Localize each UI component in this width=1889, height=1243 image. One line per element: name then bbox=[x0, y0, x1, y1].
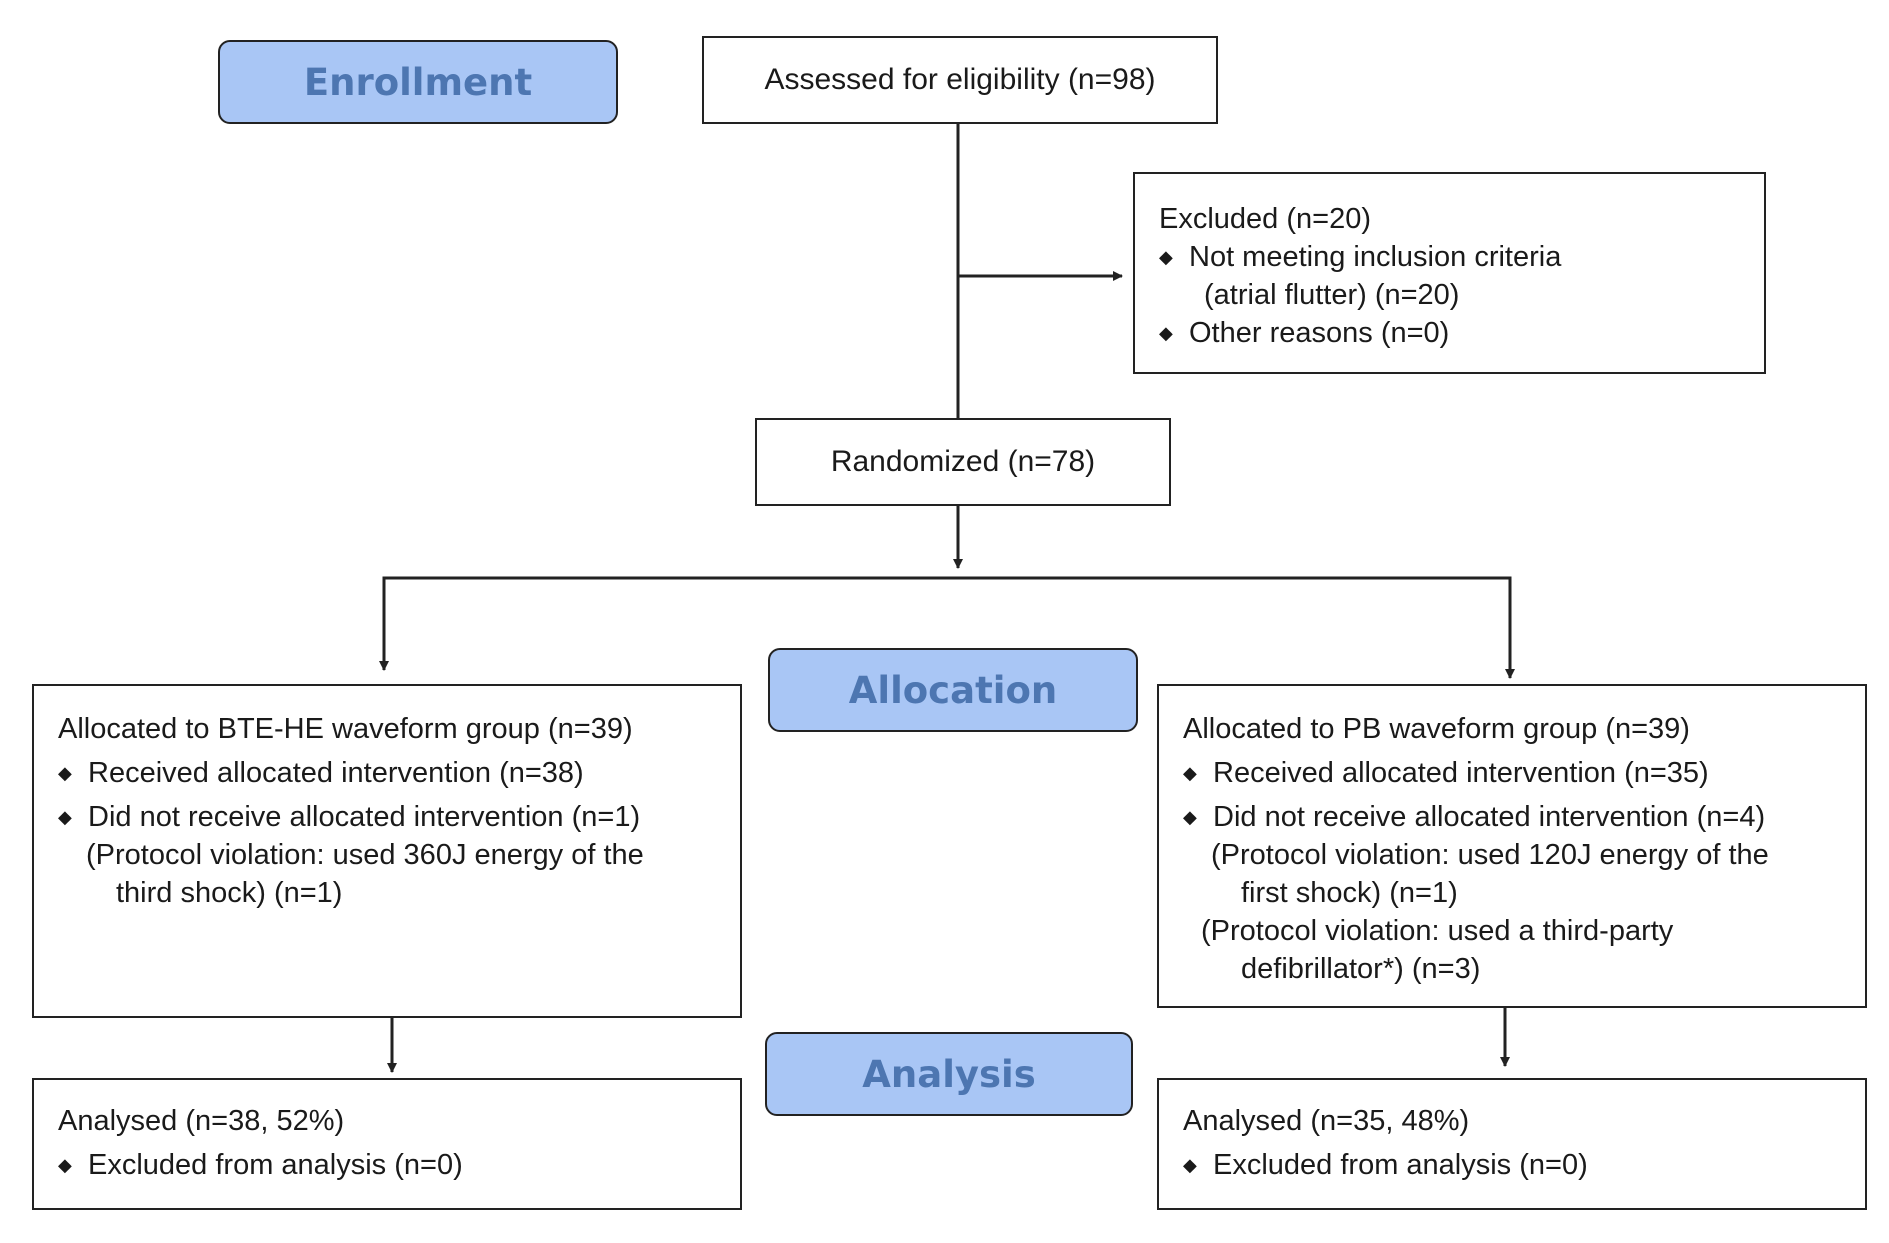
right-allocation-title: Allocated to PB waveform group (n=39) bbox=[1183, 713, 1690, 745]
stage-enrollment: Enrollment bbox=[218, 40, 618, 124]
right-analysis-title: Analysed (n=35, 48%) bbox=[1183, 1105, 1470, 1137]
excluded-item: ◆Not meeting inclusion criteria bbox=[1159, 238, 1561, 276]
left-reason-continuation: third shock) (n=1) bbox=[116, 877, 343, 909]
bullet-icon: ◆ bbox=[1159, 247, 1173, 267]
stage-allocation: Allocation bbox=[768, 648, 1138, 732]
left-analysis-box: Analysed (n=38, 52%) ◆Excluded from anal… bbox=[32, 1078, 742, 1210]
excluded-item-continuation: (atrial flutter) (n=20) bbox=[1204, 279, 1460, 311]
right-not-received-item: ◆Did not receive allocated intervention … bbox=[1183, 798, 1769, 836]
stage-analysis: Analysis bbox=[765, 1032, 1133, 1116]
bullet-icon: ◆ bbox=[58, 807, 72, 827]
left-not-received-item: ◆Did not receive allocated intervention … bbox=[58, 798, 644, 836]
right-reason-line: (Protocol violation: used 120J energy of… bbox=[1211, 839, 1769, 871]
bullet-icon: ◆ bbox=[58, 763, 72, 783]
bullet-icon: ◆ bbox=[1159, 323, 1173, 343]
bullet-icon: ◆ bbox=[58, 1155, 72, 1175]
bullet-icon: ◆ bbox=[1183, 807, 1197, 827]
right-analysis-box: Analysed (n=35, 48%) ◆Excluded from anal… bbox=[1157, 1078, 1867, 1210]
right-analysis-excluded-item: ◆Excluded from analysis (n=0) bbox=[1183, 1146, 1588, 1184]
right-reason-line: (Protocol violation: used a third-party bbox=[1201, 915, 1674, 947]
bullet-icon: ◆ bbox=[1183, 763, 1197, 783]
left-analysis-title: Analysed (n=38, 52%) bbox=[58, 1105, 345, 1137]
left-reason-line: (Protocol violation: used 360J energy of… bbox=[86, 839, 644, 871]
randomized-box: Randomized (n=78) bbox=[755, 418, 1171, 506]
right-received-item: ◆Received allocated intervention (n=35) bbox=[1183, 754, 1769, 792]
excluded-item: ◆Other reasons (n=0) bbox=[1159, 314, 1561, 352]
right-allocation-box: Allocated to PB waveform group (n=39) ◆R… bbox=[1157, 684, 1867, 1008]
left-analysis-excluded-item: ◆Excluded from analysis (n=0) bbox=[58, 1146, 463, 1184]
left-allocation-box: Allocated to BTE-HE waveform group (n=39… bbox=[32, 684, 742, 1018]
left-received-item: ◆Received allocated intervention (n=38) bbox=[58, 754, 644, 792]
left-allocation-title: Allocated to BTE-HE waveform group (n=39… bbox=[58, 713, 633, 745]
assessed-box: Assessed for eligibility (n=98) bbox=[702, 36, 1218, 124]
branch-line bbox=[382, 576, 1512, 672]
excluded-title: Excluded (n=20) bbox=[1159, 203, 1371, 235]
excluded-box: Excluded (n=20) ◆Not meeting inclusion c… bbox=[1133, 172, 1766, 374]
right-reason-continuation: first shock) (n=1) bbox=[1241, 877, 1458, 909]
bullet-icon: ◆ bbox=[1183, 1155, 1197, 1175]
right-reason-continuation: defibrillator*) (n=3) bbox=[1241, 953, 1481, 985]
